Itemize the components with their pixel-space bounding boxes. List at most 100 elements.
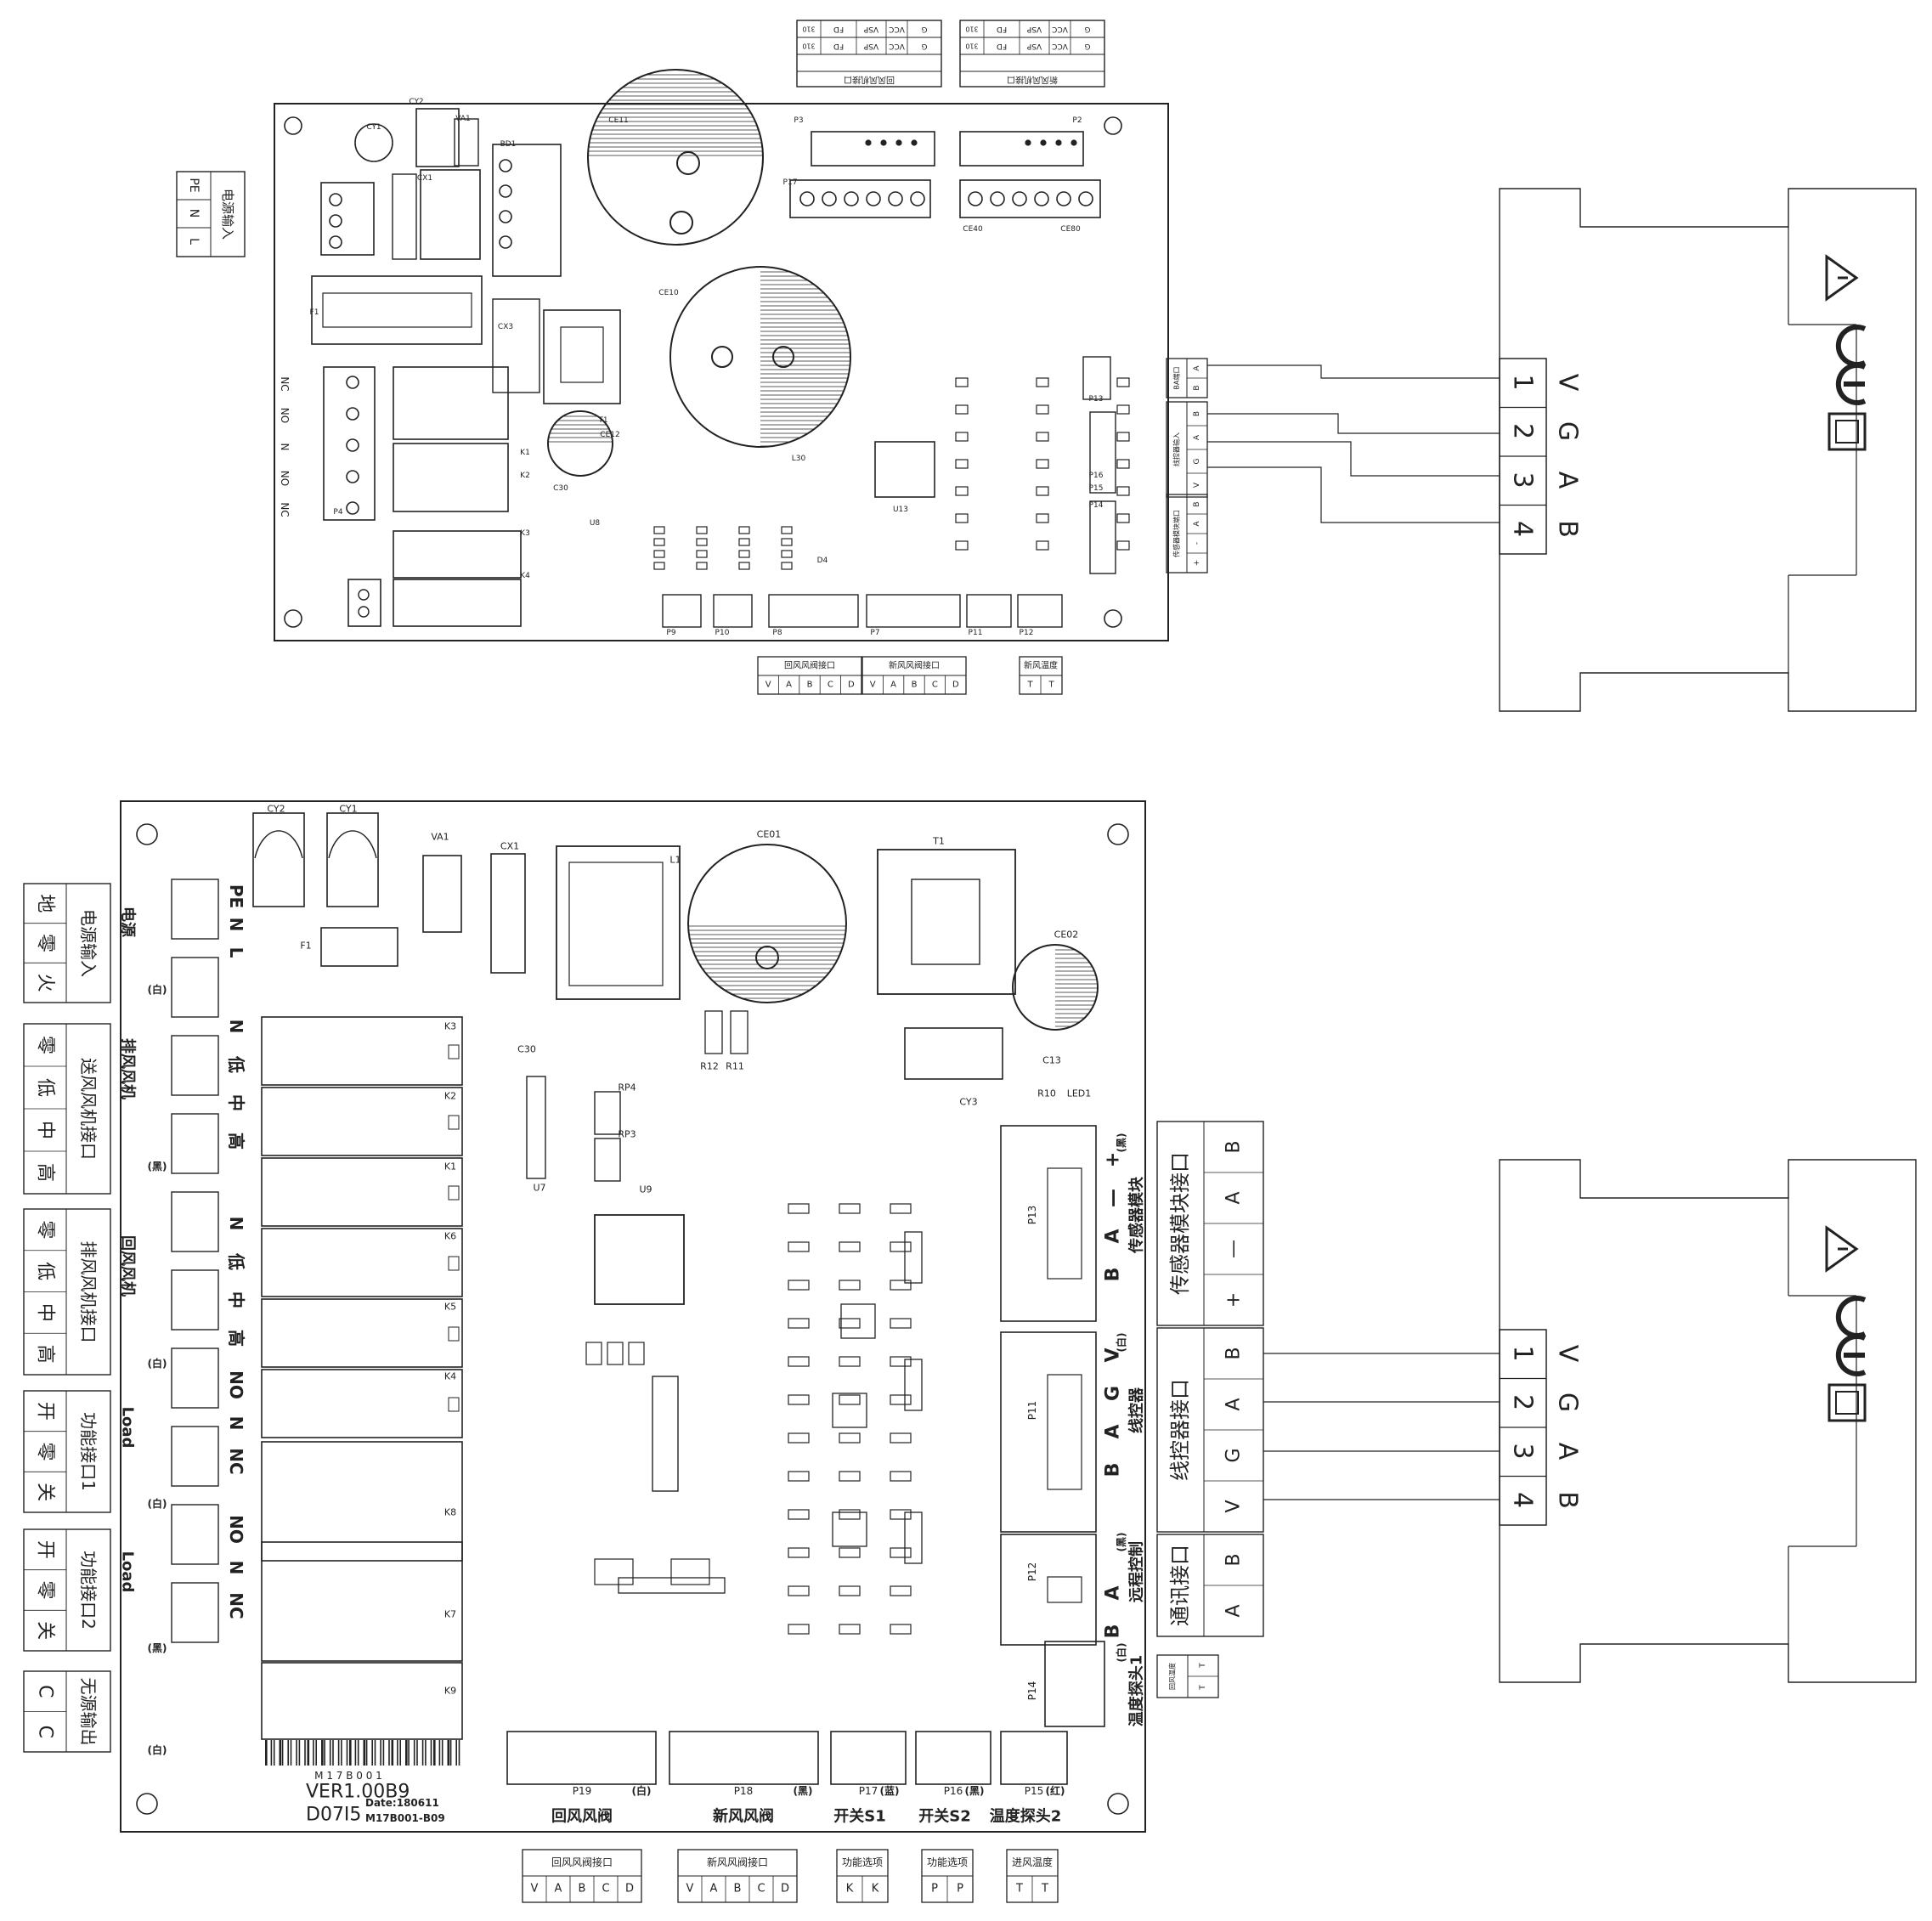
- warning-triangle-icon: [1825, 1225, 1859, 1273]
- pin-dot: [895, 139, 902, 146]
- ba-port-table-pin: A: [1193, 365, 1201, 371]
- mount-hole: [136, 823, 158, 845]
- component-label: CX1: [500, 841, 519, 852]
- left-table-pin: C: [35, 1685, 56, 1698]
- opto-ic: [832, 1511, 867, 1547]
- component-label: P3: [794, 116, 803, 125]
- connector-pin: B: [1103, 1463, 1124, 1477]
- capacitor-ce01: [687, 844, 847, 1003]
- barcode-bar: [425, 1740, 427, 1766]
- barcode-bar: [357, 1740, 359, 1766]
- bottom-table-pin: V: [686, 1883, 694, 1896]
- component-label: P14: [1089, 501, 1104, 510]
- ce-mark-icon: [1835, 325, 1867, 367]
- bottom-board-outline: [120, 800, 1146, 1833]
- controller-top-pin-letter: V: [1553, 374, 1583, 392]
- bottom-connector-name: P18: [734, 1785, 754, 1797]
- smd-part: [781, 526, 793, 534]
- version-text: VER1.00B9: [306, 1782, 410, 1803]
- double-insulation-icon: [1827, 1383, 1867, 1422]
- smd-part: [955, 404, 969, 415]
- smd-part: [839, 1318, 861, 1329]
- fresh-fan-header-table-title: 新风风机接口: [1007, 75, 1058, 86]
- barcode-bar: [315, 1740, 317, 1766]
- terminal-socket: [171, 957, 219, 1018]
- smd-part: [788, 1280, 810, 1291]
- smd-part: [788, 1318, 810, 1329]
- component-label: U9: [639, 1184, 652, 1195]
- smd-part: [955, 540, 969, 551]
- capacitor-cy3: [904, 1027, 1003, 1080]
- connector-tag: (黑): [1116, 1533, 1127, 1552]
- return-fan-header-table-cell: VSP: [863, 25, 878, 33]
- relay-k3: [393, 530, 522, 579]
- t1-core: [911, 879, 980, 965]
- barcode-bar: [374, 1740, 376, 1766]
- component-label: U8: [590, 519, 601, 528]
- sensor-table-pin: A: [1223, 1191, 1245, 1204]
- mount-hole: [284, 116, 302, 135]
- component-label: P16: [1089, 472, 1104, 480]
- warning-triangle-icon: [1825, 254, 1859, 302]
- component-label: RP3: [618, 1129, 636, 1140]
- ic-u7: [526, 1076, 546, 1179]
- return-fan-header-table-cell: VCC: [889, 42, 905, 50]
- capacitor-ce02: [1012, 944, 1099, 1031]
- cap-c6x: [607, 1342, 624, 1365]
- bottom-connector-label: 温度探头2: [990, 1807, 1062, 1826]
- bottom-table-title: 新风风阀接口: [707, 1856, 768, 1868]
- relay-block: [261, 1087, 463, 1156]
- silk-pin: 低: [226, 1055, 246, 1073]
- silk-pin: NO: [226, 1370, 246, 1399]
- barcode-text: M 1 7 B 0 0 1: [314, 1770, 382, 1782]
- barcode-bar: [304, 1740, 306, 1766]
- left-table-pin: 火: [35, 974, 56, 992]
- rp4: [594, 1091, 621, 1135]
- top-fresh-damper-table-pin: B: [912, 681, 918, 690]
- barcode-bar: [270, 1740, 273, 1766]
- smd-part: [1116, 513, 1130, 523]
- barcode-bar: [455, 1740, 457, 1766]
- bottom-connector-name: P19: [573, 1785, 592, 1797]
- fresh-fan-header-table-cell: VSP: [1026, 42, 1042, 50]
- left-table-title: 排风风机接口: [78, 1241, 99, 1343]
- bottom-connector-label: 回风风阀: [551, 1807, 613, 1826]
- silk-tag: (黑): [148, 1161, 167, 1172]
- barcode-bar: [265, 1740, 268, 1766]
- bottom-table-pin: V: [531, 1883, 539, 1896]
- bottom-connector-2: [830, 1731, 907, 1785]
- smd-part: [1036, 486, 1049, 496]
- capacitor-ce12: [547, 410, 613, 477]
- smd-part: [781, 538, 793, 546]
- smd-part: [653, 526, 665, 534]
- silk-pin: NO: [279, 471, 291, 486]
- component-label: VA1: [431, 832, 449, 843]
- component-label: CE02: [1054, 929, 1079, 941]
- opto-ic: [840, 1303, 876, 1339]
- component-label: K1: [444, 1161, 456, 1172]
- return-fan-header-table-cell: FD: [833, 25, 844, 33]
- double-insulation-inner-icon: [1835, 420, 1859, 444]
- right-connector-2: [1000, 1534, 1097, 1646]
- smd-part: [955, 459, 969, 469]
- barcode-bar: [371, 1740, 373, 1766]
- pin-dot: [1055, 139, 1062, 146]
- pin-dot: [911, 139, 918, 146]
- pin-dot: [1040, 139, 1047, 146]
- component-label: P13: [1089, 395, 1104, 404]
- barcode-bar: [341, 1740, 342, 1766]
- smd-part: [839, 1471, 861, 1482]
- smd-part: [738, 538, 750, 546]
- terminal-screw: [888, 191, 903, 206]
- component-label: R12: [700, 1061, 719, 1072]
- header-label: P8: [772, 629, 782, 637]
- controller-table-pin: A: [1223, 1398, 1245, 1410]
- left-table-pin: 零: [35, 934, 56, 952]
- fuse-body: [322, 292, 472, 328]
